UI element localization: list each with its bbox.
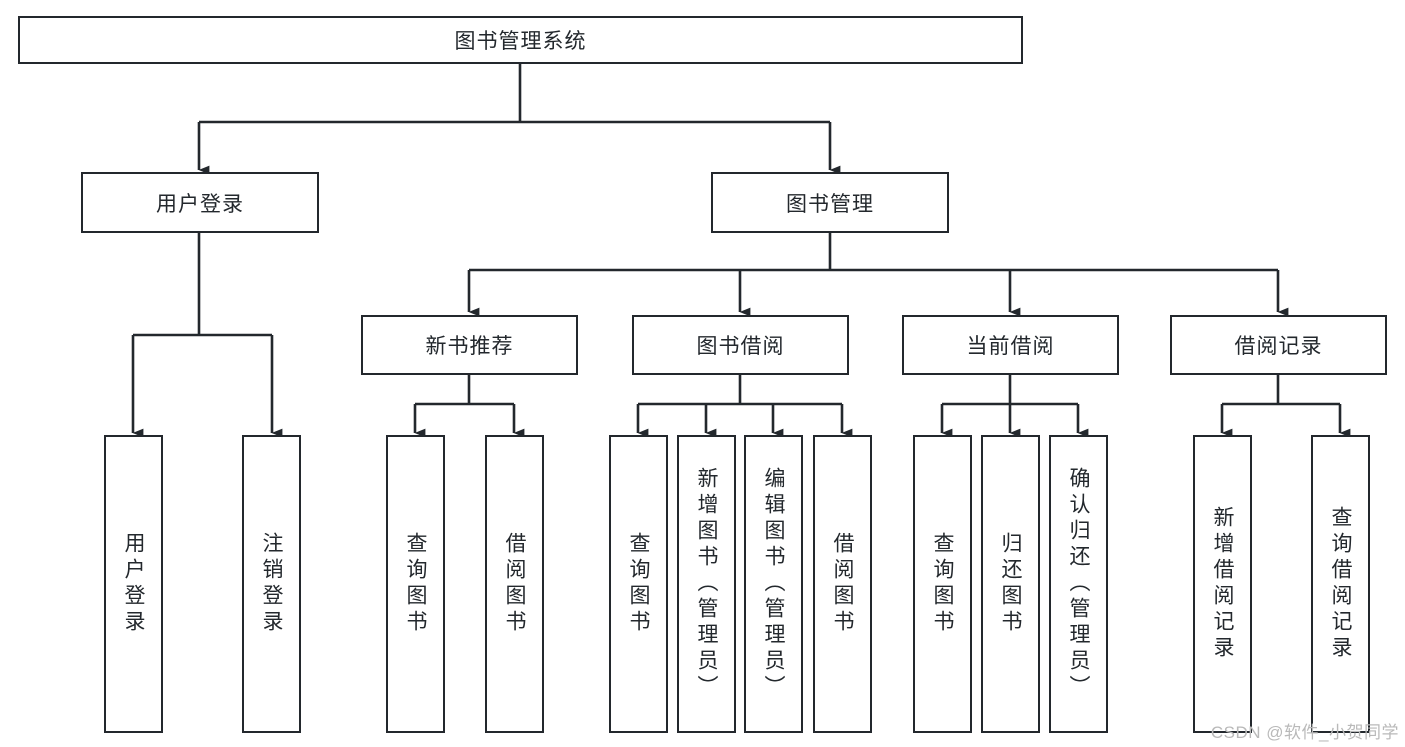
node-leaf-user-login[interactable]: 用户登录 bbox=[104, 435, 163, 733]
node-leaf-query-book-newbook[interactable]: 查询图书 bbox=[386, 435, 445, 733]
node-label: 图书管理系统 bbox=[454, 30, 587, 53]
node-label: 借阅图书 bbox=[503, 532, 526, 636]
node-leaf-query-borrow-record[interactable]: 查询借阅记录 bbox=[1311, 435, 1370, 733]
node-label: 查询图书 bbox=[404, 532, 427, 636]
node-leaf-borrow-book-newbook[interactable]: 借阅图书 bbox=[485, 435, 544, 733]
node-current-borrowing[interactable]: 当前借阅 bbox=[902, 315, 1119, 375]
node-label: 注销登录 bbox=[260, 532, 283, 636]
node-label: 借阅记录 bbox=[1234, 335, 1323, 358]
node-leaf-add-borrow-record[interactable]: 新增借阅记录 bbox=[1193, 435, 1252, 733]
node-label: 编辑图书（管理员） bbox=[762, 467, 785, 701]
node-leaf-add-book-admin[interactable]: 新增图书（管理员） bbox=[677, 435, 736, 733]
node-leaf-query-book-current[interactable]: 查询图书 bbox=[913, 435, 972, 733]
node-borrowing-record[interactable]: 借阅记录 bbox=[1170, 315, 1387, 375]
node-label: 查询图书 bbox=[931, 532, 954, 636]
node-leaf-return-book[interactable]: 归还图书 bbox=[981, 435, 1040, 733]
node-label: 图书管理 bbox=[786, 192, 874, 216]
node-leaf-logout[interactable]: 注销登录 bbox=[242, 435, 301, 733]
node-label: 用户登录 bbox=[156, 192, 244, 216]
node-label: 归还图书 bbox=[999, 532, 1022, 636]
node-label: 查询图书 bbox=[627, 532, 650, 636]
node-label: 当前借阅 bbox=[966, 335, 1055, 358]
node-label: 新增图书（管理员） bbox=[695, 467, 718, 701]
node-label: 用户登录 bbox=[122, 532, 145, 636]
node-leaf-confirm-return-admin[interactable]: 确认归还（管理员） bbox=[1049, 435, 1108, 733]
node-new-book-recommendation[interactable]: 新书推荐 bbox=[361, 315, 578, 375]
node-leaf-edit-book-admin[interactable]: 编辑图书（管理员） bbox=[744, 435, 803, 733]
node-leaf-query-book-borrow[interactable]: 查询图书 bbox=[609, 435, 668, 733]
node-user-login[interactable]: 用户登录 bbox=[81, 172, 319, 233]
node-book-borrowing[interactable]: 图书借阅 bbox=[632, 315, 849, 375]
watermark-text: CSDN @软件_小贺同学 bbox=[1210, 723, 1399, 742]
node-root-library-management-system[interactable]: 图书管理系统 bbox=[18, 16, 1023, 64]
node-label: 新书推荐 bbox=[425, 335, 514, 358]
node-label: 查询借阅记录 bbox=[1329, 506, 1352, 662]
node-label: 图书借阅 bbox=[696, 335, 785, 358]
node-leaf-borrow-book[interactable]: 借阅图书 bbox=[813, 435, 872, 733]
node-label: 新增借阅记录 bbox=[1211, 506, 1234, 662]
node-label: 借阅图书 bbox=[831, 532, 854, 636]
node-label: 确认归还（管理员） bbox=[1067, 467, 1090, 701]
node-book-management[interactable]: 图书管理 bbox=[711, 172, 949, 233]
